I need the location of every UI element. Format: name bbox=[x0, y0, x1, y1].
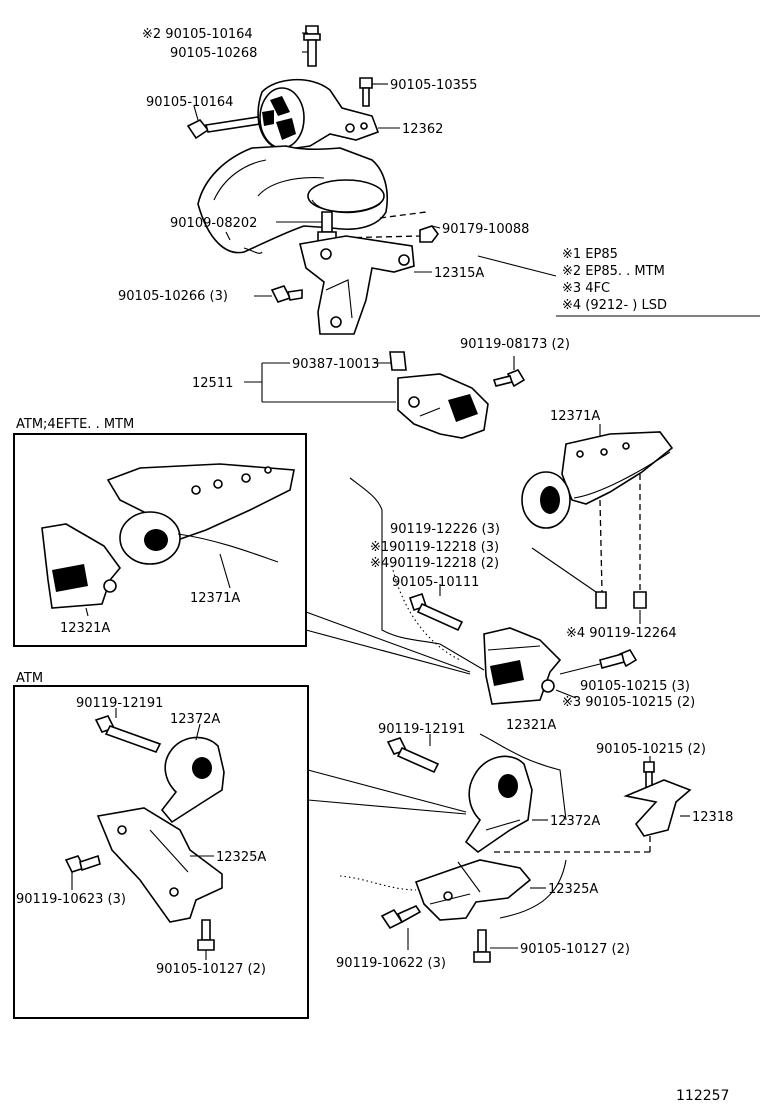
mount-12511 bbox=[397, 373, 489, 439]
part-label: ※3 90105-10215 (2) bbox=[562, 695, 695, 710]
part-label: 12371A bbox=[190, 591, 240, 606]
note-label: ※3 4FC bbox=[562, 281, 610, 296]
part-label: 12315A bbox=[434, 266, 484, 281]
part-label: ※490119-12218 (2) bbox=[370, 556, 499, 571]
mount-bracket-12371a-inset bbox=[106, 463, 295, 565]
part-label: ※4 90119-12264 bbox=[566, 626, 677, 641]
part-label: 90179-10088 bbox=[442, 222, 529, 237]
bolt-icon bbox=[64, 854, 101, 873]
bolt-icon bbox=[94, 715, 162, 753]
bolt-icon bbox=[473, 929, 491, 963]
part-label: 90105-10215 (3) bbox=[580, 679, 690, 694]
inset-box-atm bbox=[13, 685, 309, 1019]
bolt-icon bbox=[380, 904, 422, 930]
part-label: 12371A bbox=[550, 409, 600, 424]
part-label: 12325A bbox=[216, 850, 266, 865]
part-label: 12321A bbox=[506, 718, 556, 733]
part-label: 12321A bbox=[60, 621, 110, 636]
bolt-icon bbox=[595, 591, 647, 609]
part-label: 90105-10111 bbox=[392, 575, 479, 590]
mount-bracket-12325a-inset bbox=[96, 807, 223, 923]
bolt-icon bbox=[359, 77, 373, 107]
part-label: 90105-10266 (3) bbox=[118, 289, 228, 304]
part-label: ※2 90105-10164 bbox=[142, 27, 253, 42]
part-label: 90105-10164 bbox=[146, 95, 233, 110]
engine-mount-12362 bbox=[257, 78, 380, 151]
part-label: 12372A bbox=[550, 814, 600, 829]
part-label: 12511 bbox=[192, 376, 233, 391]
part-label: 90105-10355 bbox=[390, 78, 477, 93]
mount-bracket-12325a bbox=[414, 859, 532, 921]
inset-title: ATM;4EFTE. . MTM bbox=[16, 417, 134, 432]
part-label: 90105-10215 (2) bbox=[596, 742, 706, 757]
mount-12321a bbox=[483, 627, 562, 705]
bolt-icon bbox=[270, 285, 303, 303]
transaxle-outline bbox=[197, 145, 388, 254]
note-label: ※4 (9212- ) LSD bbox=[562, 298, 667, 313]
part-label: 90119-08173 (2) bbox=[460, 337, 570, 352]
nut-icon bbox=[419, 225, 439, 243]
part-label: 90105-10127 (2) bbox=[156, 962, 266, 977]
bolt-icon bbox=[186, 116, 262, 140]
part-label: 90119-12191 bbox=[76, 696, 163, 711]
inset-box-mtm bbox=[13, 433, 307, 647]
bushing-90387-10013 bbox=[389, 351, 407, 371]
inset-title: ATM bbox=[16, 671, 43, 686]
part-label: ※190119-12218 (3) bbox=[370, 540, 499, 555]
part-label: 90105-10127 (2) bbox=[520, 942, 630, 957]
part-label: 90387-10013 bbox=[292, 357, 379, 372]
note-label: ※2 EP85. . MTM bbox=[562, 264, 665, 279]
part-label: 90119-10623 (3) bbox=[16, 892, 126, 907]
note-label: ※1 EP85 bbox=[562, 247, 618, 262]
part-label: 12362 bbox=[402, 122, 443, 137]
part-label: 90119-10622 (3) bbox=[336, 956, 446, 971]
mount-bracket-12315a bbox=[299, 235, 415, 335]
mount-bracket-12371a bbox=[521, 431, 674, 529]
bolt-icon bbox=[408, 592, 464, 632]
part-label: 90119-12191 bbox=[378, 722, 465, 737]
bolt-icon bbox=[197, 919, 215, 951]
part-label: 90119-12226 (3) bbox=[390, 522, 500, 537]
part-label: 12372A bbox=[170, 712, 220, 727]
mount-12372a bbox=[464, 755, 533, 854]
bolt-icon bbox=[303, 25, 321, 67]
part-label: 12318 bbox=[692, 810, 733, 825]
bolt-icon bbox=[492, 369, 526, 388]
mount-12372a-inset bbox=[160, 736, 225, 824]
part-label: 90105-10268 bbox=[170, 46, 257, 61]
bolt-icon bbox=[386, 737, 440, 774]
figure-number: 112257 bbox=[676, 1088, 729, 1104]
bolt-icon bbox=[599, 649, 638, 669]
mount-12321a-inset bbox=[41, 523, 122, 609]
stay-bracket-12318 bbox=[623, 779, 692, 837]
part-label: 90109-08202 bbox=[170, 216, 257, 231]
part-label: 12325A bbox=[548, 882, 598, 897]
